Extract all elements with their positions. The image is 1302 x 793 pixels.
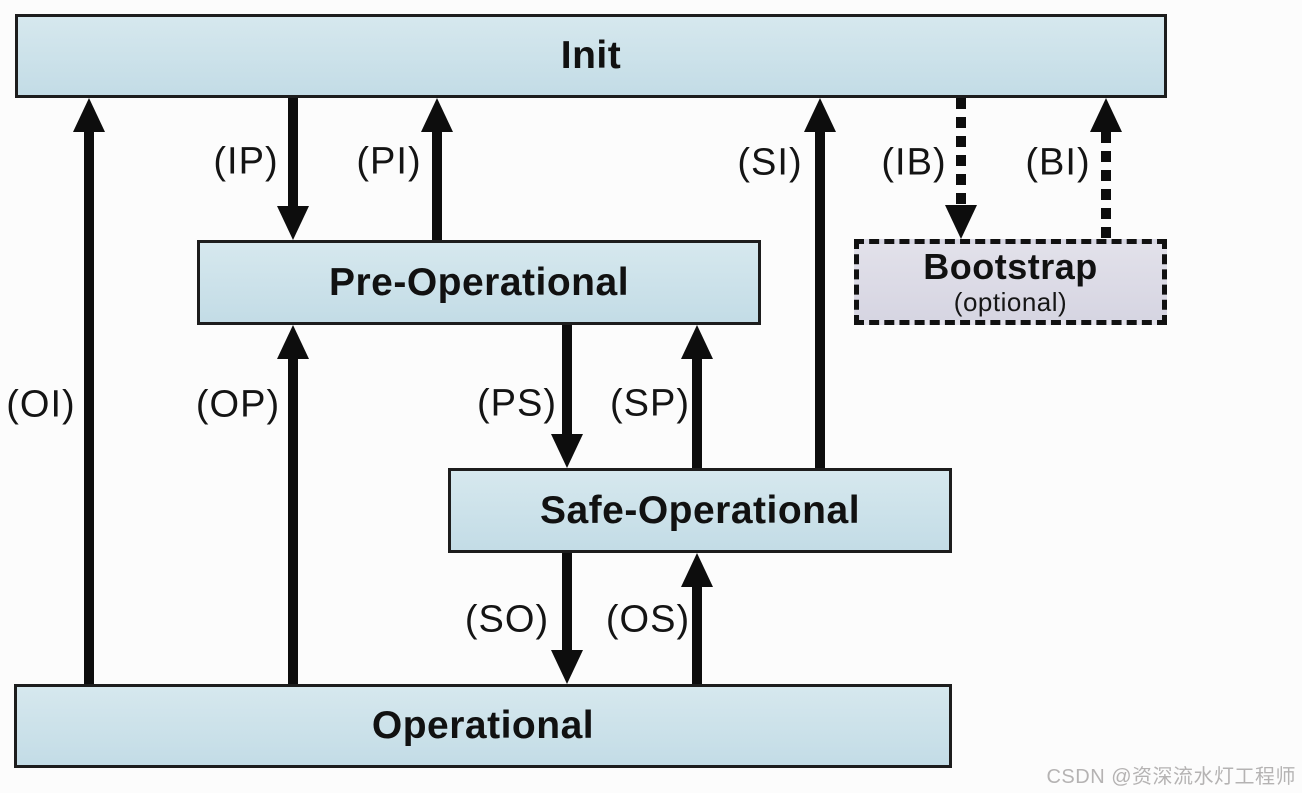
state-bootstrap-sublabel: (optional): [953, 287, 1068, 317]
state-init: Init: [15, 14, 1167, 98]
os-arrowhead-up-icon: [681, 553, 713, 587]
state-bootstrap-label: Bootstrap: [923, 246, 1098, 287]
transition-sp-label: (SP): [610, 382, 690, 425]
si-arrowhead-up-icon: [804, 98, 836, 132]
transition-ps-label: (PS): [477, 382, 557, 425]
ib-arrowhead-down-icon: [945, 205, 977, 239]
state-pre-operational: Pre-Operational: [197, 240, 761, 325]
ps-arrow-shaft: [562, 325, 572, 434]
transition-op-label: (OP): [195, 383, 281, 426]
transition-pi-label: (PI): [356, 140, 422, 183]
pi-arrow-shaft: [432, 132, 442, 240]
watermark: CSDN @资深流水灯工程师: [1046, 766, 1296, 788]
pi-arrowhead-up-icon: [421, 98, 453, 132]
state-safe-operational-label: Safe-Operational: [539, 488, 861, 532]
ib-arrow-dashed-shaft: [956, 98, 966, 205]
si-arrow-shaft: [815, 132, 825, 468]
transition-so-label: (SO): [464, 598, 550, 641]
state-safe-operational: Safe-Operational: [448, 468, 952, 553]
ps-arrowhead-down-icon: [551, 434, 583, 468]
transition-oi-label: (OI): [6, 383, 76, 426]
state-operational: Operational: [14, 684, 952, 768]
os-arrow-shaft: [692, 587, 702, 684]
transition-os-label: (OS): [605, 598, 691, 641]
transition-ib-label: (IB): [881, 141, 947, 184]
transition-si-label: (SI): [737, 141, 803, 184]
ip-arrow-shaft: [288, 98, 298, 206]
transition-ip-label: (IP): [213, 140, 279, 183]
oi-arrow-shaft: [84, 132, 94, 684]
state-init-label: Init: [560, 34, 622, 77]
bi-arrowhead-up-icon: [1090, 98, 1122, 132]
sp-arrowhead-up-icon: [681, 325, 713, 359]
ip-arrowhead-down-icon: [277, 206, 309, 240]
state-bootstrap: Bootstrap (optional): [854, 239, 1167, 325]
state-pre-operational-label: Pre-Operational: [328, 260, 630, 304]
bi-arrow-dashed-shaft: [1101, 132, 1111, 239]
oi-arrowhead-up-icon: [73, 98, 105, 132]
sp-arrow-shaft: [692, 359, 702, 468]
so-arrowhead-down-icon: [551, 650, 583, 684]
op-arrowhead-up-icon: [277, 325, 309, 359]
so-arrow-shaft: [562, 553, 572, 650]
transition-bi-label: (BI): [1025, 141, 1091, 184]
state-operational-label: Operational: [371, 704, 595, 747]
op-arrow-shaft: [288, 359, 298, 684]
